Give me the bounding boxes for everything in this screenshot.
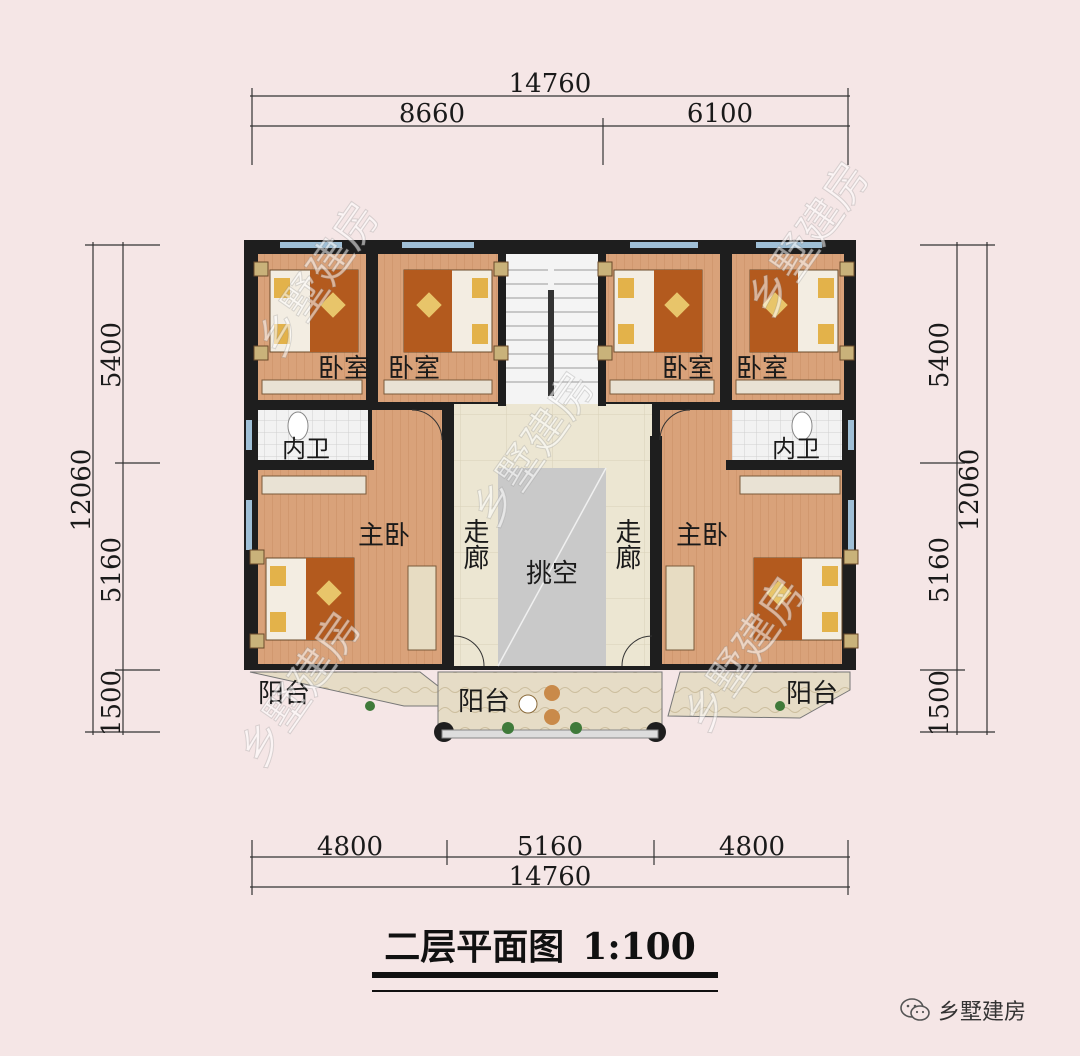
dim-bottom-mid: 5160 — [517, 832, 583, 862]
building — [244, 240, 859, 670]
label-master-left: 主卧 — [358, 521, 410, 551]
dim-bottom-right: 4800 — [719, 832, 785, 862]
label-bath-right: 内卫 — [772, 435, 820, 463]
plan-title-name: 二层平面图 — [384, 926, 565, 968]
dim-bottom-left: 4800 — [317, 832, 383, 862]
label-bath-left: 内卫 — [282, 435, 330, 463]
dim-right-bot: 1500 — [925, 670, 955, 736]
dim-top-left: 8660 — [399, 99, 465, 129]
label-bedroom-2: 卧室 — [388, 354, 440, 384]
dim-top-right: 6100 — [687, 99, 753, 129]
dim-right-mid: 5160 — [925, 537, 955, 603]
label-balcony-left: 阳台 — [258, 679, 310, 709]
label-balcony-mid: 阳台 — [458, 687, 510, 717]
brand-text: 乡墅建房 — [938, 1000, 1027, 1025]
title-underline-thick — [372, 972, 718, 978]
balconies — [249, 671, 851, 742]
plan-title-scale: 1:100 — [582, 926, 696, 968]
label-corridor-left: 走廊 — [459, 518, 489, 570]
wechat-icon — [900, 998, 930, 1021]
dim-right-top: 5400 — [925, 322, 955, 388]
label-corridor-right: 走廊 — [611, 518, 641, 570]
title-underline-thin — [372, 990, 718, 992]
dim-left-top: 5400 — [97, 322, 127, 388]
label-bedroom-1: 卧室 — [318, 354, 370, 384]
dim-left-mid: 5160 — [97, 537, 127, 603]
dim-top-total: 14760 — [509, 69, 592, 99]
label-balcony-right: 阳台 — [786, 679, 838, 709]
bathroom-right-floor — [732, 410, 842, 460]
dimension-lines — [85, 88, 995, 895]
dim-bottom-total: 14760 — [509, 862, 592, 892]
bathroom-left-floor — [258, 410, 368, 460]
label-void: 挑空 — [526, 559, 578, 589]
label-bedroom-3: 卧室 — [662, 354, 714, 384]
plan-title: 二层平面图 1:100 — [0, 918, 1080, 970]
dim-left-bot: 1500 — [97, 670, 127, 736]
dim-left-total: 12060 — [67, 449, 97, 532]
label-bedroom-4: 卧室 — [736, 354, 788, 384]
brand-badge: 乡墅建房 — [900, 992, 1026, 1028]
dim-right-total: 12060 — [955, 449, 985, 532]
label-master-right: 主卧 — [676, 521, 728, 551]
